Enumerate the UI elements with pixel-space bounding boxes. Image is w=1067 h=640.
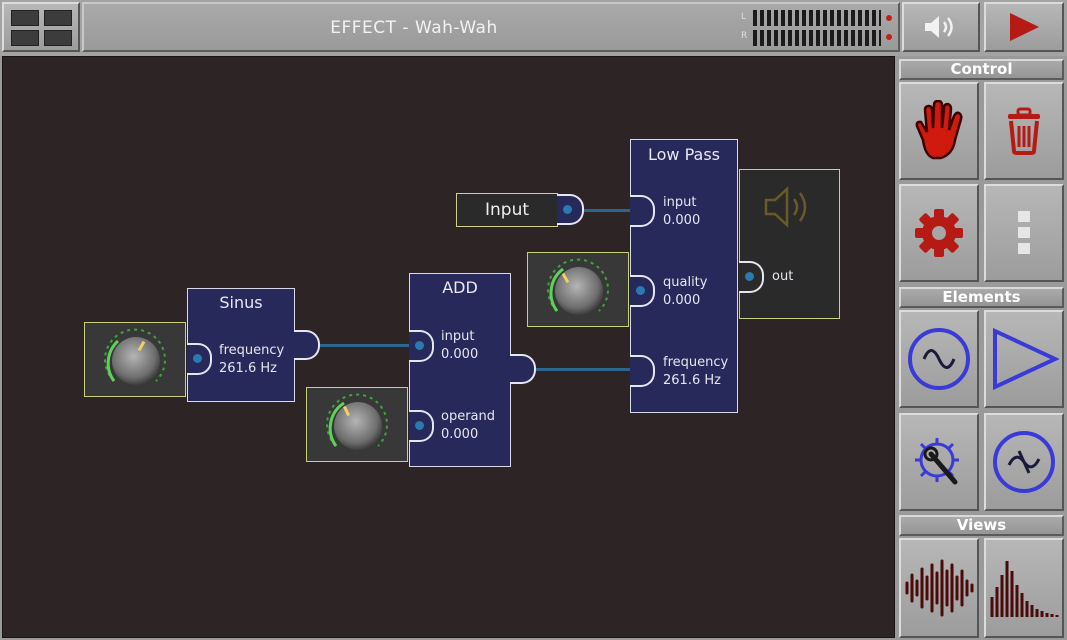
input-node[interactable]: Input bbox=[456, 193, 558, 227]
lowpass-quality-port[interactable] bbox=[630, 275, 655, 307]
add-operand-knob-panel bbox=[306, 387, 408, 462]
grid-cell bbox=[11, 30, 39, 46]
lowpass-node[interactable]: Low Pass input 0.000 quality 0.000 frequ… bbox=[630, 139, 738, 413]
port-dot bbox=[745, 272, 754, 281]
lowpass-input-port[interactable] bbox=[630, 195, 655, 227]
add-title: ADD bbox=[442, 278, 478, 297]
port-dot bbox=[415, 421, 424, 430]
lowpass-title: Low Pass bbox=[648, 145, 720, 164]
grid-cell bbox=[44, 10, 72, 26]
grid-cell bbox=[44, 30, 72, 46]
speaker-icon bbox=[764, 186, 807, 228]
sinus-frequency-value: 261.6 Hz bbox=[219, 361, 277, 376]
lowpass-input-label: input bbox=[663, 195, 697, 210]
hand-tool-button[interactable] bbox=[899, 82, 979, 180]
sinus-frequency-label: frequency bbox=[219, 343, 285, 358]
add-amplifier-button[interactable] bbox=[984, 310, 1064, 408]
add-input-value: 0.000 bbox=[441, 347, 479, 362]
port-dot bbox=[415, 341, 424, 350]
sinus-frequency-knob[interactable] bbox=[112, 337, 160, 385]
settings-button[interactable] bbox=[899, 184, 979, 282]
add-output-port[interactable] bbox=[510, 354, 536, 384]
gear-icon bbox=[915, 209, 963, 257]
delete-button[interactable] bbox=[984, 82, 1064, 180]
filter-icon bbox=[993, 431, 1055, 493]
add-operand-knob[interactable] bbox=[334, 402, 382, 450]
knob-scale-icon bbox=[547, 258, 609, 312]
play-icon bbox=[1010, 13, 1039, 41]
output-label: out bbox=[772, 269, 794, 284]
patch-canvas[interactable]: Sinus frequency 261.6 Hz ADD input 0.000… bbox=[2, 56, 895, 638]
meter-right-label: R bbox=[741, 31, 748, 41]
port-dot bbox=[193, 354, 202, 363]
top-bar: EFFECT - Wah-Wah L R bbox=[0, 0, 1067, 56]
wire-add-to-lowpass bbox=[521, 368, 639, 371]
meter-left-label: L bbox=[741, 12, 747, 22]
lowpass-quality-label: quality bbox=[663, 275, 708, 290]
knob-scale-icon bbox=[326, 393, 388, 447]
level-meter-right bbox=[753, 30, 881, 46]
grid-icon bbox=[11, 10, 39, 26]
add-oscillator-button[interactable] bbox=[899, 310, 979, 408]
knob-scale-icon bbox=[104, 328, 166, 382]
views-section-header: Views bbox=[899, 515, 1064, 536]
port-dot bbox=[636, 286, 645, 295]
input-title: Input bbox=[484, 200, 530, 220]
menu-grid-button[interactable] bbox=[2, 2, 80, 52]
sinus-node[interactable]: Sinus frequency 261.6 Hz bbox=[187, 288, 295, 402]
level-meter-left bbox=[753, 10, 881, 26]
add-operand-value: 0.000 bbox=[441, 427, 479, 442]
settings-wrench-icon bbox=[915, 438, 959, 485]
lowpass-frequency-value: 261.6 Hz bbox=[663, 373, 721, 388]
sine-wave-icon bbox=[908, 328, 970, 390]
elements-section-header: Elements bbox=[899, 287, 1064, 308]
sinus-frequency-knob-panel bbox=[84, 322, 186, 397]
spectrum-icon bbox=[990, 561, 1059, 617]
lowpass-frequency-label: frequency bbox=[663, 355, 729, 370]
waveform-icon bbox=[905, 559, 974, 617]
lowpass-frequency-port[interactable] bbox=[630, 355, 655, 387]
amplifier-triangle-icon bbox=[993, 327, 1059, 391]
wire-input-to-lowpass bbox=[569, 209, 639, 212]
lowpass-input-value: 0.000 bbox=[663, 213, 701, 228]
output-port[interactable] bbox=[739, 261, 764, 293]
wire-sinus-to-add bbox=[308, 344, 416, 347]
port-dot bbox=[563, 205, 572, 214]
sinus-output-port[interactable] bbox=[294, 330, 320, 360]
window-title: EFFECT - Wah-Wah bbox=[330, 18, 498, 38]
control-section-header: Control bbox=[899, 59, 1064, 80]
play-button[interactable] bbox=[984, 2, 1064, 52]
clip-led-right bbox=[886, 34, 892, 40]
lowpass-quality-knob-panel bbox=[527, 252, 629, 327]
sinus-title: Sinus bbox=[219, 293, 263, 312]
add-operand-label: operand bbox=[441, 409, 496, 424]
lowpass-quality-value: 0.000 bbox=[663, 293, 701, 308]
add-filter-button[interactable] bbox=[984, 413, 1064, 511]
output-node[interactable]: out bbox=[739, 169, 840, 319]
clip-led-left bbox=[886, 15, 892, 21]
more-icon bbox=[1018, 211, 1030, 254]
hand-icon bbox=[915, 100, 963, 160]
add-input-label: input bbox=[441, 329, 475, 344]
speaker-icon bbox=[925, 16, 953, 38]
volume-button[interactable] bbox=[902, 2, 980, 52]
add-node[interactable]: ADD input 0.000 operand 0.000 bbox=[409, 273, 511, 467]
title-bar: EFFECT - Wah-Wah L R bbox=[82, 2, 900, 52]
more-options-button[interactable] bbox=[984, 184, 1064, 282]
input-output-port[interactable] bbox=[557, 194, 584, 225]
spectrum-view-button[interactable] bbox=[984, 538, 1064, 638]
add-control-button[interactable] bbox=[899, 413, 979, 511]
trash-icon bbox=[1008, 107, 1040, 155]
waveform-view-button[interactable] bbox=[899, 538, 979, 638]
